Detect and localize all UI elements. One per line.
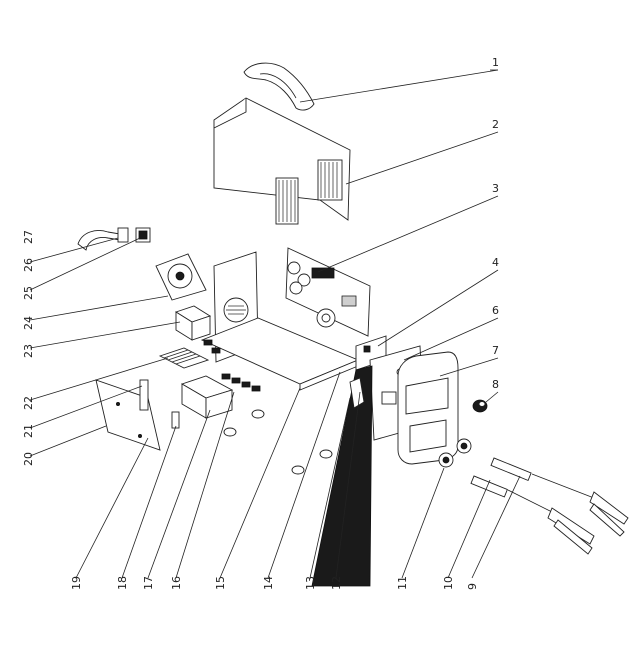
part-knob xyxy=(472,399,488,413)
callout-17: 17 xyxy=(142,576,155,590)
callout-11: 11 xyxy=(396,576,409,590)
part-socket xyxy=(438,438,472,468)
callout-25: 25 xyxy=(22,286,35,300)
callout-2: 2 xyxy=(492,118,499,131)
callout-4: 4 xyxy=(492,256,499,269)
part-hose xyxy=(77,227,129,251)
part-fan xyxy=(155,253,207,301)
callout-leaders xyxy=(29,69,521,579)
part-connector xyxy=(135,227,151,243)
part-handle xyxy=(243,62,315,111)
callout-18: 18 xyxy=(116,576,129,590)
part-heatsink xyxy=(158,347,234,419)
callout-22: 22 xyxy=(22,396,35,410)
callout-23: 23 xyxy=(22,344,35,358)
callout-9: 9 xyxy=(466,583,479,590)
callout-15: 15 xyxy=(214,576,227,590)
callout-26: 26 xyxy=(22,258,35,272)
part-capacitor-block xyxy=(174,305,212,341)
callout-12: 12 xyxy=(330,576,343,590)
part-top-cover xyxy=(213,97,351,225)
part-side-plate xyxy=(95,379,161,451)
callout-3: 3 xyxy=(492,182,499,195)
callout-7: 7 xyxy=(492,344,499,357)
part-chassis xyxy=(200,251,360,391)
part-strap xyxy=(311,365,373,587)
callout-labels: 1 2 3 4 6 7 8 9 10 11 12 13 14 15 16 17 … xyxy=(22,56,499,590)
part-main-pcb xyxy=(285,247,371,337)
part-front-bezel xyxy=(397,351,459,465)
callout-20: 20 xyxy=(22,452,35,466)
part-feet xyxy=(223,409,333,475)
callout-19: 19 xyxy=(70,576,83,590)
callout-1: 1 xyxy=(492,56,499,69)
part-pads xyxy=(203,339,261,392)
callout-27: 27 xyxy=(22,230,35,244)
callout-14: 14 xyxy=(262,576,275,590)
callout-10: 10 xyxy=(442,576,455,590)
callout-16: 16 xyxy=(170,576,183,590)
callout-6: 6 xyxy=(492,304,499,317)
part-earth-clamp xyxy=(470,475,595,555)
callout-24: 24 xyxy=(22,316,35,330)
part-electrode-holder xyxy=(490,457,629,537)
callout-8: 8 xyxy=(492,378,499,391)
callout-21: 21 xyxy=(22,424,35,438)
callout-13: 13 xyxy=(304,576,317,590)
